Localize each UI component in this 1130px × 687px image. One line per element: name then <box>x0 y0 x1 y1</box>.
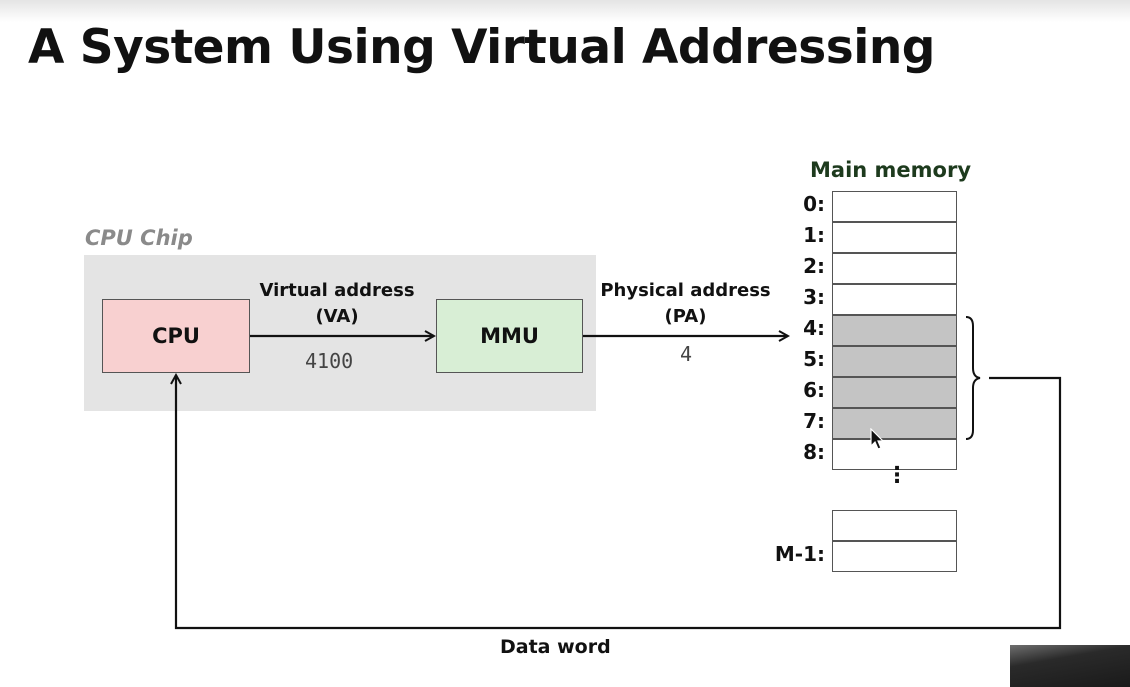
va-label-line2: (VA) <box>315 306 359 327</box>
va-label: Virtual address (VA) <box>257 278 417 330</box>
memory-address-label: 3: <box>803 285 825 309</box>
memory-address-label: 7: <box>803 409 825 433</box>
memory-address-label: 8: <box>803 440 825 464</box>
top-fade <box>0 0 1130 22</box>
memory-cell <box>832 222 957 253</box>
memory-cell <box>832 346 957 377</box>
memory-cell-m2 <box>832 510 957 541</box>
va-value: 4100 <box>305 349 354 373</box>
cpu-chip-label: CPU Chip <box>85 226 193 250</box>
memory-address-m1: M-1: <box>774 542 825 566</box>
pa-label-line1: Physical address <box>600 280 771 301</box>
mmu-label: MMU <box>480 324 539 348</box>
memory-address-label: 0: <box>803 192 825 216</box>
mouse-cursor-icon <box>870 428 885 450</box>
memory-cell-m1 <box>832 541 957 572</box>
cpu-label: CPU <box>152 324 200 348</box>
memory-cell <box>832 439 957 470</box>
pa-label: Physical address (PA) <box>598 278 773 330</box>
memory-cell <box>832 253 957 284</box>
memory-address-label: 5: <box>803 347 825 371</box>
memory-cell <box>832 408 957 439</box>
cpu-box: CPU <box>102 299 250 373</box>
slide-title: A System Using Virtual Addressing <box>28 20 935 75</box>
memory-cell <box>832 191 957 222</box>
data-word-path <box>176 375 1062 630</box>
pa-label-line2: (PA) <box>664 306 707 327</box>
main-memory-title: Main memory <box>810 158 972 182</box>
speaker-silhouette <box>1010 645 1130 687</box>
data-word-label: Data word <box>500 636 611 658</box>
memory-address-label: 4: <box>803 316 825 340</box>
memory-address-label: 1: <box>803 223 825 247</box>
pa-value: 4 <box>680 342 693 366</box>
memory-address-label: 6: <box>803 378 825 402</box>
memory-cell <box>832 315 957 346</box>
memory-cell <box>832 284 957 315</box>
memory-brace <box>965 316 981 440</box>
memory-address-label: 2: <box>803 254 825 278</box>
memory-cell <box>832 377 957 408</box>
va-label-line1: Virtual address <box>259 280 415 301</box>
mmu-box: MMU <box>436 299 583 373</box>
